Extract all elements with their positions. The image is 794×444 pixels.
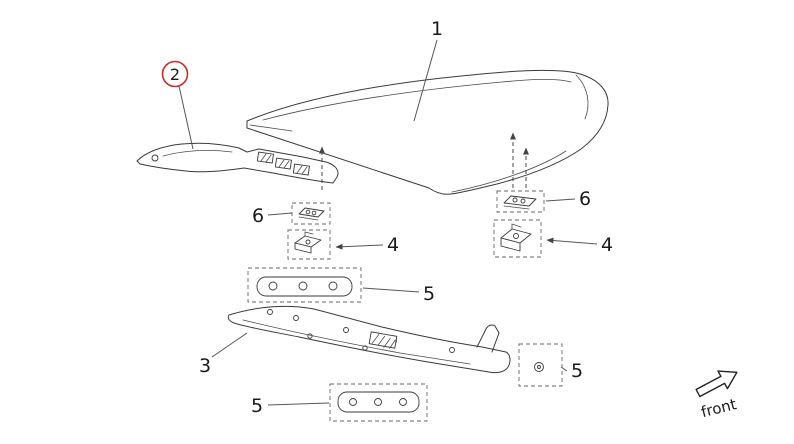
rail-hole-5: [449, 347, 455, 353]
plate-5-top-hole-1: [268, 281, 278, 291]
clip-4-right-hook: [511, 223, 522, 230]
front-label: front: [699, 395, 738, 421]
label-part5-right: 5: [571, 360, 583, 382]
leader-part5-right: [560, 366, 568, 372]
rail-hole-2: [293, 315, 299, 321]
rail-hole-1: [267, 309, 273, 315]
assembly-arrows: [319, 132, 529, 190]
rail-hole-7: [362, 345, 368, 351]
plate-5-top-hole-2: [298, 281, 308, 291]
plate-5-top-box: [247, 267, 362, 303]
rail-part-3: [227, 305, 511, 374]
clip-4-right-hole: [513, 233, 519, 239]
clip-4-left-box: [287, 229, 331, 260]
fastener-6-right-box: [496, 190, 545, 213]
leader-part4-left: [335, 243, 384, 250]
plate-5-right-box: [518, 343, 563, 387]
label-part4-left: 4: [387, 234, 399, 256]
fastener-6-left-body: [298, 207, 325, 218]
rail-outline: [227, 305, 511, 374]
plate-5-right-hole: [534, 362, 544, 372]
clip-4-left-hole: [305, 239, 311, 245]
bracket-clip-2: [274, 157, 292, 170]
plate-5-right: [518, 343, 563, 387]
fastener-6-right-hole-2: [520, 198, 526, 204]
label-part6-left: 6: [252, 205, 264, 227]
plate-5-bottom-body: [337, 391, 420, 413]
fastener-6-right-edge: [503, 205, 530, 210]
leader-part5-bottom: [267, 402, 330, 406]
plate-5-top-body: [256, 276, 353, 297]
bracket-part-2: [136, 142, 339, 184]
bracket-clip-1: [256, 151, 274, 164]
seat-nose-line: [249, 124, 293, 132]
label-part1: 1: [431, 18, 443, 40]
bracket-clip-2-hatch: [278, 159, 290, 169]
clip-4-right-front: [500, 237, 521, 252]
fastener-6-right-hole-1: [512, 197, 518, 203]
plate-5-bottom-hole-3: [399, 398, 407, 406]
clip-4-left-front: [294, 242, 312, 254]
front-indicator: front: [695, 370, 738, 421]
plate-5-bottom-hole-1: [349, 398, 357, 406]
seat-bottom-seam: [451, 150, 567, 193]
seat-part-1: [246, 69, 609, 195]
leader-part6-right: [545, 198, 576, 202]
rail-end-flap: [476, 324, 500, 353]
bracket-tip-hole: [151, 154, 159, 162]
plate-5-bottom-hole-2: [374, 398, 382, 406]
labels: 1 2 3 4 4 5 5 5 6 6: [161, 18, 613, 417]
seat-outline: [246, 69, 609, 195]
rail-hole-6: [307, 333, 313, 339]
bracket-clip-3: [292, 163, 310, 176]
leader-part1: [413, 39, 438, 122]
fastener-6-left-hole-2: [311, 210, 317, 216]
plate-5-top: [247, 267, 362, 303]
clip-4-right-box: [493, 219, 542, 258]
plate-5-bottom-box: [329, 383, 428, 422]
leader-part3: [211, 332, 248, 358]
clip-4-left-hook: [304, 231, 314, 237]
seat-right-edge: [575, 74, 589, 120]
label-part5-top: 5: [423, 283, 435, 305]
clip-4-right: [493, 219, 542, 258]
bracket-clip-1-hatch: [260, 153, 272, 163]
label-part3: 3: [199, 355, 211, 377]
seat-top-seam: [262, 78, 572, 121]
plate-5-right-hole-inner: [537, 365, 541, 369]
front-arrow-icon: [695, 370, 738, 398]
bracket-clips: [256, 151, 310, 176]
label-part4-right: 4: [601, 234, 613, 256]
fastener-6-right: [496, 190, 545, 213]
fastener-6-left-hole-1: [305, 209, 311, 215]
highlight-circle-part2: [161, 60, 189, 88]
fastener-6-left-edge: [298, 216, 319, 221]
bracket-outline: [136, 142, 339, 184]
rail-hinge-detail: [368, 331, 398, 349]
leader-part5-top: [362, 287, 420, 293]
bracket-clip-3-hatch: [296, 165, 308, 175]
label-part6-right: 6: [579, 188, 591, 210]
rail-inner-line: [242, 319, 471, 365]
fastener-6-right-body: [503, 195, 537, 207]
bracket-inner-line: [162, 149, 233, 157]
leader-lines: [178, 39, 598, 406]
fastener-6-left: [291, 202, 331, 225]
label-part5-bottom: 5: [251, 395, 263, 417]
plate-5-top-hole-3: [328, 281, 338, 291]
plate-5-bottom: [329, 383, 428, 422]
rail-hole-3: [343, 327, 349, 333]
leader-part2: [178, 85, 194, 150]
label-part2: 2: [170, 65, 180, 84]
leader-part4-right: [546, 237, 598, 245]
leader-part6-left: [267, 212, 293, 216]
clip-4-left: [287, 229, 331, 260]
